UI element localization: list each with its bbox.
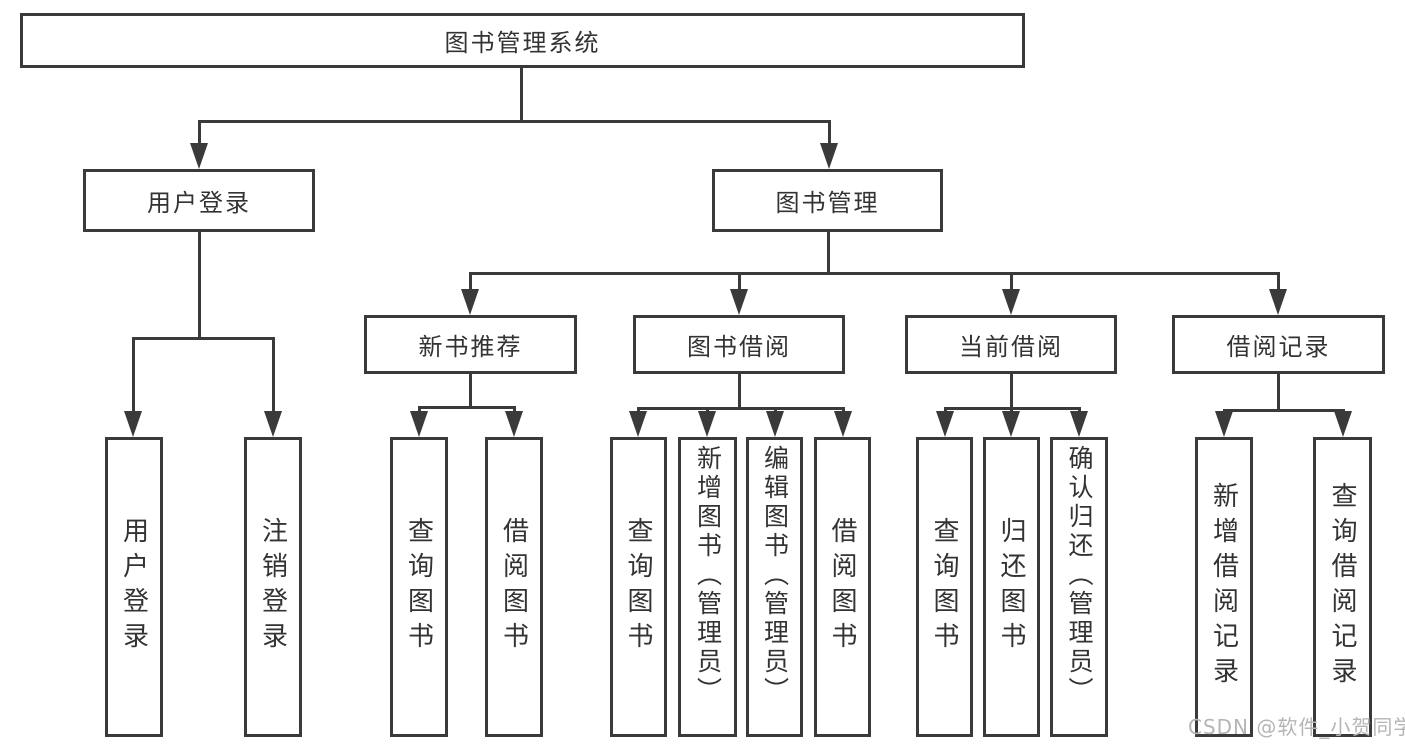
node-label: 确认归还（管理员） [1065, 445, 1094, 706]
connector-line [513, 406, 516, 414]
node-label: 新增图书（管理员） [693, 445, 723, 706]
connector-line [469, 272, 472, 294]
node-leaf-newbook-borrow-books: 借阅图书 [485, 437, 543, 737]
connector-line [1277, 374, 1280, 409]
node-leaf-current-confirm-return-admin: 确认归还（管理员） [1050, 437, 1108, 737]
connector-line [1224, 409, 1344, 412]
connector-line [198, 232, 201, 337]
connector-arrowhead [264, 411, 282, 437]
connector-arrowhead [766, 411, 784, 437]
node-leaf-records-query-borrow-record: 查询借阅记录 [1313, 437, 1372, 737]
connector-arrowhead [730, 289, 748, 315]
node-leaf-borrowing-query-books: 查询图书 [610, 437, 667, 737]
node-leaf-borrowing-edit-books-admin: 编辑图书（管理员） [746, 437, 803, 737]
connector-arrowhead [1334, 411, 1352, 437]
node-leaf-current-query-books: 查询图书 [916, 437, 973, 737]
node-leaf-user-login: 用户登录 [105, 437, 163, 737]
connector-line [133, 337, 274, 340]
node-label: 借阅图书 [827, 517, 857, 657]
node-label: 编辑图书（管理员） [760, 445, 790, 706]
connector-arrowhead [1215, 411, 1233, 437]
node-label: 归还图书 [996, 517, 1026, 657]
connector-line [1010, 272, 1013, 294]
connector-line [738, 272, 741, 294]
node-label: 当前借阅 [959, 333, 1063, 361]
node-leaf-current-return-books: 归还图书 [983, 437, 1040, 737]
connector-arrowhead [1269, 289, 1287, 315]
connector-line [637, 407, 640, 413]
connector-arrowhead [1002, 289, 1020, 315]
connector-arrowhead [698, 411, 716, 437]
node-new-book-recommendation: 新书推荐 [364, 315, 577, 374]
connector-line [272, 337, 275, 415]
connector-arrowhead [1002, 411, 1020, 437]
connector-line [198, 120, 201, 146]
node-library-management-system: 图书管理系统 [20, 13, 1025, 68]
node-label: 注销登录 [257, 517, 288, 657]
connector-line [1078, 407, 1081, 413]
node-leaf-newbook-query-books: 查询图书 [390, 437, 448, 737]
connector-arrowhead [936, 411, 954, 437]
connector-arrowhead [410, 411, 428, 437]
connector-line [842, 407, 845, 413]
connector-line [827, 232, 830, 272]
watermark: CSDN @软件_小贺同学 [1188, 715, 1405, 739]
node-label: 图书管理系统 [444, 29, 601, 57]
node-leaf-borrowing-borrow-books: 借阅图书 [814, 437, 871, 737]
node-label: 查询图书 [403, 517, 434, 657]
connector-line [738, 374, 741, 407]
connector-line [1010, 407, 1013, 413]
node-label: 用户登录 [118, 517, 149, 657]
connector-line [1277, 272, 1280, 294]
node-book-management: 图书管理 [712, 169, 943, 232]
node-label: 查询图书 [623, 517, 653, 657]
connector-arrowhead [190, 143, 208, 169]
connector-arrowhead [461, 289, 479, 315]
connector-line [706, 407, 709, 413]
node-book-borrowing: 图书借阅 [633, 315, 845, 374]
connector-line [419, 406, 515, 409]
connector-line [1010, 374, 1013, 407]
connector-line [774, 407, 777, 413]
node-leaf-borrowing-add-books-admin: 新增图书（管理员） [678, 437, 737, 737]
node-borrowing-records: 借阅记录 [1172, 315, 1385, 374]
node-label: 新书推荐 [418, 333, 523, 361]
node-label: 查询图书 [929, 517, 959, 657]
node-label: 借阅图书 [498, 517, 529, 657]
connector-arrowhead [629, 411, 647, 437]
node-label: 用户登录 [147, 189, 251, 217]
connector-arrowhead [124, 411, 142, 437]
connector-arrowhead [820, 143, 838, 169]
connector-line [520, 68, 523, 120]
connector-line [638, 407, 844, 410]
node-current-borrowing: 当前借阅 [905, 315, 1117, 374]
node-leaf-records-add-borrow-record: 新增借阅记录 [1195, 437, 1253, 737]
connector-line [470, 272, 1279, 275]
connector-line [132, 337, 135, 415]
node-label: 图书借阅 [687, 333, 791, 361]
connector-arrowhead [834, 411, 852, 437]
connector-arrowhead [1070, 411, 1088, 437]
connector-line [828, 120, 831, 146]
connector-line [469, 374, 472, 406]
node-user-login: 用户登录 [83, 169, 315, 232]
connector-arrowhead [505, 411, 523, 437]
node-label: 新增借阅记录 [1208, 482, 1239, 692]
connector-line [944, 407, 947, 413]
node-label: 图书管理 [775, 189, 880, 217]
node-leaf-logout: 注销登录 [244, 437, 302, 737]
connector-line [418, 406, 421, 414]
connector-line [199, 120, 831, 123]
node-label: 查询借阅记录 [1327, 482, 1357, 692]
node-label: 借阅记录 [1226, 333, 1331, 361]
